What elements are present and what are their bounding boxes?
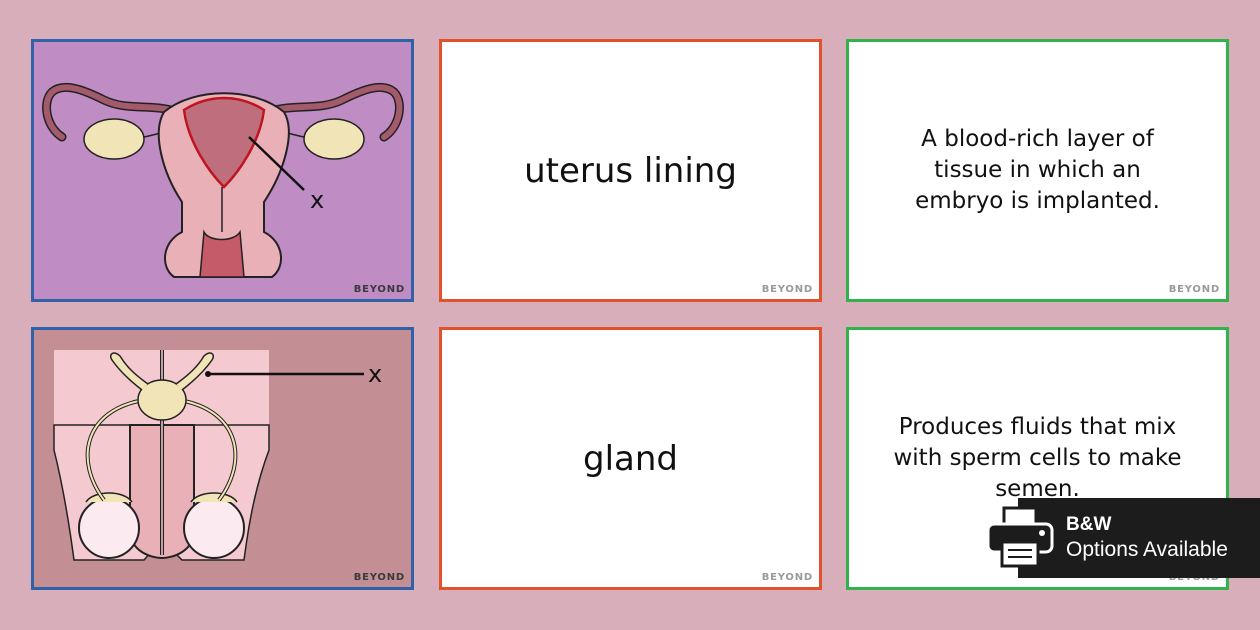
definition-text: Produces fluids that mix with sperm cell… xyxy=(893,414,1182,502)
brand-label: BEYOND xyxy=(353,572,405,583)
term-card-gland[interactable]: gland BEYOND xyxy=(439,327,822,590)
brand-label: BEYOND xyxy=(1168,284,1220,295)
term-card-uterus-lining[interactable]: uterus lining BEYOND xyxy=(439,39,822,302)
brand-label: BEYOND xyxy=(353,284,405,295)
definition-card-uterus-lining[interactable]: A blood-rich layer of tissue in which an… xyxy=(846,39,1229,302)
banner-subtitle: Options Available xyxy=(1066,538,1228,561)
uterus-diagram: x xyxy=(34,42,411,299)
banner-title: B&W xyxy=(1066,514,1112,535)
term-text: gland xyxy=(583,438,678,479)
uterus-diagram-card[interactable]: x BEYOND xyxy=(31,39,414,302)
definition-text: A blood-rich layer of tissue in which an… xyxy=(915,126,1160,214)
term-text: uterus lining xyxy=(524,150,737,191)
male-reproductive-diagram: x xyxy=(34,330,411,587)
printer-icon xyxy=(986,506,1054,568)
brand-label: BEYOND xyxy=(761,284,813,295)
male-marker-label: x xyxy=(368,360,382,388)
brand-label: BEYOND xyxy=(761,572,813,583)
bw-options-banner[interactable]: B&W Options Available xyxy=(986,498,1260,578)
male-diagram-card[interactable]: x BEYOND xyxy=(31,327,414,590)
uterus-marker-label: x xyxy=(310,186,324,214)
